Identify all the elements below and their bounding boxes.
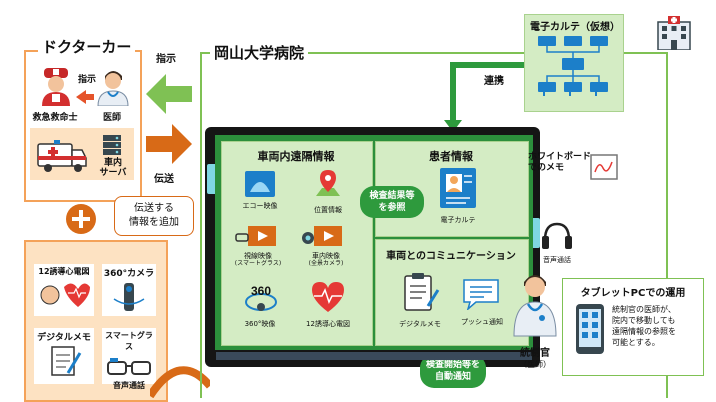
- ambulance-icon: [37, 140, 87, 172]
- patient-info-title: 患者情報: [429, 150, 473, 163]
- link-label: 連携: [484, 76, 504, 87]
- paramedic-label: 救急救命士: [32, 113, 78, 123]
- controller-doctor-icon: [513, 275, 557, 337]
- camera-360-icon: [113, 283, 145, 311]
- location-pin-icon: [316, 170, 340, 196]
- tablet-operation-title: タブレットPCでの運用: [580, 288, 686, 299]
- camera360-tile: 360°カメラ: [102, 264, 156, 316]
- add-info-callout: 伝送する 情報を追加: [114, 196, 194, 236]
- voice-call-label: 音声通話: [543, 256, 571, 264]
- link-arrow-head: [444, 120, 462, 132]
- instruct-small-label: 指示: [78, 75, 97, 85]
- hospital-building-icon: [657, 16, 691, 50]
- add-plus-icon: [66, 204, 96, 234]
- smart-glasses-icon: [107, 358, 151, 375]
- tablet-operation-desc: 統制官の医師が、 院内で移動しても 遠隔情報の参照を 可能とする。: [612, 305, 676, 347]
- network-servers-icon: [538, 36, 608, 96]
- ecg-heart-icon: [312, 282, 344, 312]
- hospital-border-top: [200, 52, 524, 54]
- location-label: 位置情報: [314, 206, 342, 214]
- doctor-car-title: ドクターカー: [38, 36, 136, 57]
- car-voice-call-label: 音声通話: [113, 381, 145, 390]
- hospital-title: 岡山大学病院: [210, 42, 309, 63]
- controller-role-label: （医師）: [519, 360, 551, 369]
- ecg-tile: 12誘導心電図: [34, 264, 94, 316]
- video-360-icon: 360: [245, 284, 277, 311]
- headset-icon: [542, 222, 572, 249]
- emr-virtual-title: 電子カルテ（仮想）: [530, 22, 620, 33]
- server-label: 車内 サーバ: [99, 158, 127, 178]
- hospital-border-right: [666, 52, 668, 398]
- hospital-border-top-right: [620, 52, 668, 54]
- ecg-label: 12誘導心電図: [306, 320, 350, 328]
- transmit-arrow-label: 伝送: [154, 174, 174, 185]
- doctor-label: 医師: [102, 113, 121, 123]
- echo-video-icon: [245, 171, 275, 197]
- push-notify-label: プッシュ通知: [461, 318, 503, 326]
- remote-info-panel: [221, 141, 373, 346]
- gaze-video-icon: [235, 226, 276, 246]
- controller-label: 統制官: [520, 348, 550, 359]
- clipboard-memo-icon: [404, 273, 440, 311]
- digital-memo-tile: デジタルメモ: [34, 328, 94, 384]
- server-icon: [103, 135, 121, 155]
- bottom-transmit-curve: [150, 366, 210, 398]
- video-360-label: 360°映像: [244, 320, 276, 328]
- car-video-label: 車内映像 (全景カメラ): [308, 252, 344, 267]
- whiteboard-icon: [590, 154, 618, 180]
- instruct-arrow-label: 指示: [156, 54, 176, 65]
- hospital-border-left: [200, 52, 202, 398]
- echo-video-label: エコー映像: [242, 202, 278, 210]
- whiteboard-memo-label: ホワイトボード でのメモ: [528, 152, 592, 173]
- push-notify-chat-icon: [463, 279, 499, 310]
- link-arrow-shaft: [450, 62, 456, 122]
- memo-pad-icon: [51, 346, 82, 376]
- paramedic-icon: [42, 68, 70, 106]
- emr-id-card-icon: [440, 168, 476, 208]
- emr-label: 電子カルテ: [440, 216, 476, 224]
- ecg-monitor-icon: [40, 283, 90, 307]
- remote-info-title: 車両内遠隔情報: [257, 150, 335, 163]
- test-results-bubble: 検査結果等 を参照: [360, 186, 424, 218]
- transmit-arrow: [146, 124, 192, 164]
- communication-title: 車両とのコミュニケーション: [386, 251, 516, 262]
- tablet-pc-icon: [576, 304, 604, 354]
- instruct-arrow-icon: [76, 90, 94, 104]
- digital-memo-label: デジタルメモ: [399, 320, 441, 328]
- gaze-video-label: 視線映像 (スマートグラス): [234, 252, 282, 267]
- link-arrow-top: [450, 62, 524, 68]
- car-video-icon: [302, 226, 342, 246]
- smart-glasses-tile: スマートグラス: [102, 328, 156, 384]
- svg-text:360: 360: [251, 284, 271, 298]
- instruct-arrow: [146, 74, 192, 114]
- tablet-bottom-bar: [216, 352, 532, 360]
- communication-panel: [375, 239, 529, 346]
- doctor-icon: [97, 71, 129, 106]
